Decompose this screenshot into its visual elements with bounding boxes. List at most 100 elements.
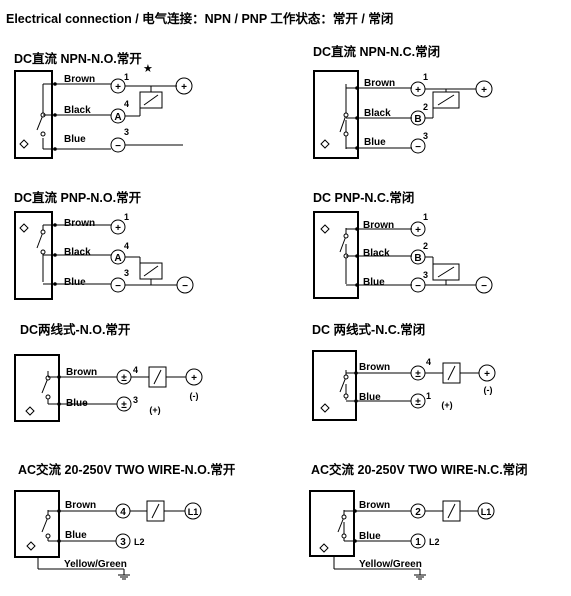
pin-number: 4	[133, 365, 138, 375]
wire-label: Brown	[364, 78, 395, 89]
pin-number: 3	[124, 268, 129, 278]
pin-number: 3	[423, 270, 428, 280]
wire-label: Black	[64, 247, 91, 258]
wire-label: Brown	[64, 218, 95, 229]
sensor-diamond-icon	[320, 403, 330, 413]
wire-label: Blue	[65, 530, 87, 541]
diagram-title: AC交流 20-250V TWO WIRE-N.C.常闭	[311, 462, 528, 477]
supply-label: +	[191, 373, 197, 384]
pin-number: 4	[124, 99, 129, 109]
switch-symbol	[41, 510, 51, 541]
terminal-label: ±	[415, 369, 421, 380]
diagram-npn-no: DC直流 NPN-N.O.常开 ★ Brown Black Blue 1 4 3…	[14, 51, 193, 159]
terminal-label: 2	[415, 507, 421, 518]
sensor-diamond-icon	[319, 543, 329, 553]
terminal-label: +	[415, 85, 421, 96]
star-mark: ★	[143, 63, 153, 75]
sensor-diamond-icon	[19, 223, 29, 233]
diagram-title: DC 两线式-N.C.常闭	[312, 322, 425, 337]
sensor-diamond-icon	[320, 224, 330, 234]
pin-number: 1	[423, 72, 428, 82]
terminal-label: −	[115, 281, 121, 292]
wire-label: Blue	[364, 137, 386, 148]
ground-icon	[414, 574, 426, 580]
diagram-title: DC直流 NPN-N.O.常开	[14, 51, 142, 66]
sensor-body	[309, 490, 355, 557]
polarity-label: (-)	[190, 391, 199, 401]
diagram-ac-two-wire-no: AC交流 20-250V TWO WIRE-N.O.常开 Brown Blue …	[14, 462, 236, 580]
page-header: Electrical connection / 电气连接：NPN / PNP 工…	[6, 12, 394, 26]
diagram-ac-two-wire-nc: AC交流 20-250V TWO WIRE-N.C.常闭 Brown Blue …	[309, 462, 528, 580]
pin-number: 3	[124, 127, 129, 137]
wire-label: Brown	[363, 220, 394, 231]
supply-label: +	[181, 82, 187, 93]
diagram-title: DC直流 PNP-N.O.常开	[14, 190, 142, 205]
sensor-diamond-icon	[26, 541, 36, 551]
pin-number: 2	[423, 102, 428, 112]
wire-label: Brown	[65, 500, 96, 511]
terminal-label: −	[115, 141, 121, 152]
polarity-label: (+)	[441, 400, 452, 410]
wire-label: Black	[64, 105, 91, 116]
terminal-label: 4	[120, 507, 126, 518]
wire-label: Black	[364, 108, 391, 119]
switch-symbol	[337, 510, 347, 541]
line-label: L2	[134, 537, 145, 547]
terminal-label: 1	[415, 537, 421, 548]
wire-label: Brown	[359, 362, 390, 373]
sensor-diamond-icon	[19, 139, 29, 149]
pin-number: 1	[426, 391, 431, 401]
wire-label: Blue	[64, 134, 86, 145]
terminal-label: −	[415, 281, 421, 292]
sensor-body	[312, 350, 357, 421]
diagram-pnp-no: DC直流 PNP-N.O.常开 Brown Black Blue 1 4 3 +…	[14, 190, 194, 300]
terminal-label: −	[415, 142, 421, 153]
sensor-body	[313, 70, 359, 159]
wire-label: Blue	[359, 392, 381, 403]
polarity-label: (-)	[484, 385, 493, 395]
pin-number: 1	[124, 212, 129, 222]
sensor-diamond-icon	[320, 139, 330, 149]
pin-number: 1	[423, 212, 428, 222]
terminal-label: +	[115, 82, 121, 93]
ground-icon	[118, 574, 130, 580]
wire-label: Blue	[66, 398, 88, 409]
terminal-label: 3	[120, 537, 126, 548]
wire-label: Blue	[359, 531, 381, 542]
pin-number: 3	[133, 395, 138, 405]
terminal-label: A	[114, 112, 121, 123]
diagram-title: DC直流 NPN-N.C.常闭	[313, 44, 440, 59]
ground-label: Yellow/Green	[359, 559, 422, 570]
switch-symbol	[339, 84, 349, 149]
pin-number: 1	[124, 72, 129, 82]
diagram-title: DC两线式-N.O.常开	[20, 322, 131, 337]
line-label: L1	[481, 507, 492, 517]
pin-number: 4	[426, 357, 431, 367]
switch-symbol	[36, 225, 46, 282]
switch-symbol	[36, 84, 46, 149]
wire-label: Brown	[64, 74, 95, 85]
diagram-dc-two-wire-no: DC两线式-N.O.常开 Brown Blue 4 3 ± ± + (-) (+…	[14, 322, 203, 422]
terminal-label: B	[414, 253, 421, 264]
line-label: L1	[188, 507, 199, 517]
diagram-title: AC交流 20-250V TWO WIRE-N.O.常开	[18, 462, 236, 477]
sensor-diamond-icon	[25, 406, 35, 416]
terminal-label: +	[115, 223, 121, 234]
terminal-label: ±	[121, 400, 127, 411]
polarity-label: (+)	[149, 405, 160, 415]
diagram-pnp-nc: DC PNP-N.C.常闭 Brown Black Blue 1 2 3 + B…	[313, 190, 493, 299]
supply-label: −	[182, 281, 188, 292]
wire-label: Brown	[66, 367, 97, 378]
terminal-label: A	[114, 253, 121, 264]
supply-label: +	[481, 85, 487, 96]
terminal-label: ±	[121, 373, 127, 384]
sensor-body	[14, 490, 60, 558]
supply-label: +	[484, 369, 490, 380]
wire-label: Black	[363, 248, 390, 259]
terminal-label: +	[415, 225, 421, 236]
line-label: L2	[429, 537, 440, 547]
pin-number: 3	[423, 131, 428, 141]
wire-label: Brown	[359, 500, 390, 511]
supply-label: −	[481, 281, 487, 292]
